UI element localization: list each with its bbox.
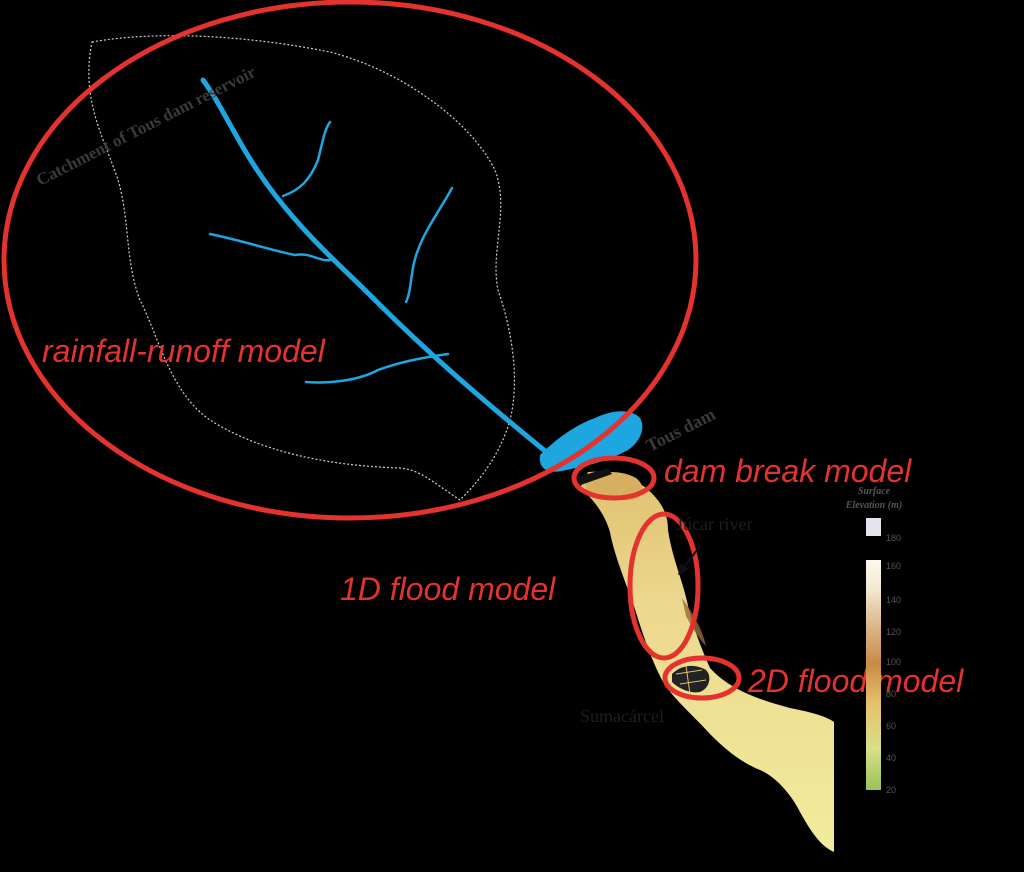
dam-wall (574, 468, 612, 486)
dam-break-terrain (586, 472, 643, 501)
legend-tick-100: 100 (886, 657, 901, 667)
legend-tick-80: 80 (886, 689, 896, 699)
tributary-2 (208, 232, 332, 262)
catchment-boundary (88, 35, 516, 501)
valley-terrain (580, 471, 834, 852)
dam-break-outline (571, 455, 657, 501)
catchment-label: Catchment of Tous dam reservoir (33, 62, 259, 190)
legend-tick-160: 160 (886, 561, 901, 571)
legend-colorbar (866, 560, 881, 790)
legend-nodata-swatch (866, 518, 881, 536)
rainfall-runoff-outline (1, 0, 699, 521)
legend-tick-60: 60 (886, 721, 896, 731)
tributary-4 (304, 352, 450, 384)
jucar-arrow (678, 545, 701, 575)
river-network (200, 77, 553, 458)
tributary-3 (404, 186, 454, 304)
flood-1d-outline (627, 511, 701, 661)
legend-tick-120: 120 (886, 627, 901, 637)
elevation-legend: Surface Elevation (m) 180 160 140 120 100 80 6… (845, 486, 902, 795)
main-river (200, 77, 553, 458)
flood-2d-outline (662, 655, 742, 701)
tous-dam-label: Tous dam (643, 404, 719, 456)
jucar-river-label: Júcar river (676, 514, 752, 534)
flood-1d-label: 1D flood model (340, 571, 556, 607)
model-outlines (1, 0, 742, 701)
legend-tick-20: 20 (886, 785, 896, 795)
sumacarcel-label: Sumacárcel (580, 706, 664, 726)
dam-break-label: dam break model (664, 453, 912, 489)
legend-tick-40: 40 (886, 753, 896, 763)
tributary-1 (281, 120, 332, 198)
legend-title-line1: Surface (858, 486, 891, 497)
flood-2d-label: 2D flood model (747, 663, 964, 699)
legend-tick-labels: 180 160 140 120 100 80 60 40 20 (886, 533, 901, 795)
sumacarcel-town (672, 665, 710, 695)
legend-tick-140: 140 (886, 595, 901, 605)
legend-title-line2: Elevation (m) (845, 500, 902, 511)
rainfall-runoff-label: rainfall-runoff model (42, 333, 326, 369)
legend-tick-180: 180 (886, 533, 901, 543)
